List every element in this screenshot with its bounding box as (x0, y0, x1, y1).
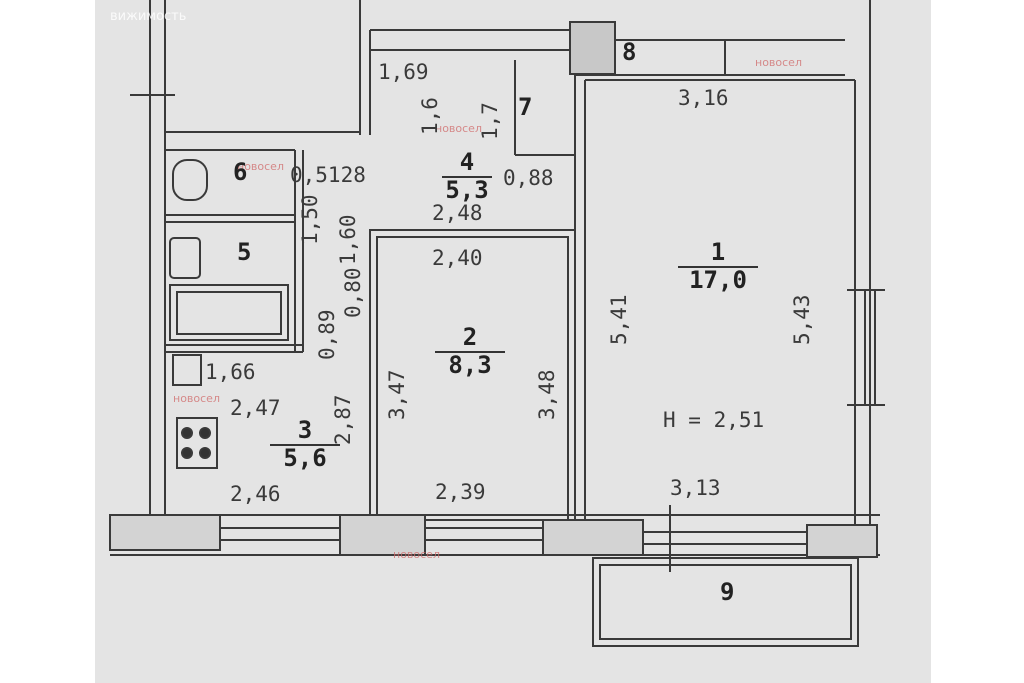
dimension-label: 5,41 (607, 294, 631, 345)
dimension-label: 2,87 (331, 394, 355, 445)
toilet (172, 159, 208, 201)
room-1-label: 1 17,0 (678, 240, 758, 292)
dimension-label: 3,16 (678, 86, 729, 110)
bathtub (169, 284, 289, 341)
dimension-label: 2,40 (432, 246, 483, 270)
watermark: новосел (435, 122, 482, 135)
watermark: новосел (393, 548, 440, 561)
column-8 (569, 21, 616, 75)
watermark: новосел (755, 56, 802, 69)
dimension-label: 3,47 (385, 369, 409, 420)
room-9-label: 9 (720, 578, 735, 606)
dimension-label: 2,47 (230, 396, 281, 420)
dimension-label: 1,6 (418, 97, 442, 135)
top-watermark: вижимость (110, 9, 187, 24)
dimension-label: 1,69 (378, 60, 429, 84)
room-7-label: 7 (518, 93, 533, 121)
dimension-label: 3,48 (535, 369, 559, 420)
room-6-label: 6 (233, 158, 248, 186)
floor-plan-drawing (109, 0, 885, 647)
balcony-outline (592, 557, 859, 647)
kitchen-sink (172, 354, 202, 386)
room-4-label: 4 5,3 (442, 150, 492, 202)
dimension-label: 1,60 (336, 214, 360, 265)
dimension-label: 0,88 (503, 166, 554, 190)
watermark: новосел (237, 160, 284, 173)
dimension-label: 0,5128 (290, 163, 366, 187)
floor-plan-sheet: новосел новосел новосел новосел новосел … (95, 0, 931, 683)
dimension-label: 1,50 (298, 194, 322, 245)
dimension-label: 3,13 (670, 476, 721, 500)
dimension-label: 0,89 (315, 309, 339, 360)
room-5-label: 5 (237, 238, 252, 266)
dimension-label: 5,43 (790, 294, 814, 345)
dimension-label: 2,48 (432, 201, 483, 225)
room-3-label: 3 5,6 (270, 418, 340, 470)
stove (176, 417, 218, 469)
dimension-label: 1,7 (478, 102, 502, 140)
watermark: новосел (173, 392, 220, 405)
dimension-label: 0,80 (341, 267, 365, 318)
dimension-label: 1,66 (205, 360, 256, 384)
ceiling-height-label: H = 2,51 (663, 408, 765, 432)
dimension-label: 2,39 (435, 480, 486, 504)
room-8-label: 8 (622, 38, 637, 66)
sink (169, 237, 201, 279)
dimension-label: 2,46 (230, 482, 281, 506)
room-2-label: 2 8,3 (435, 325, 505, 377)
